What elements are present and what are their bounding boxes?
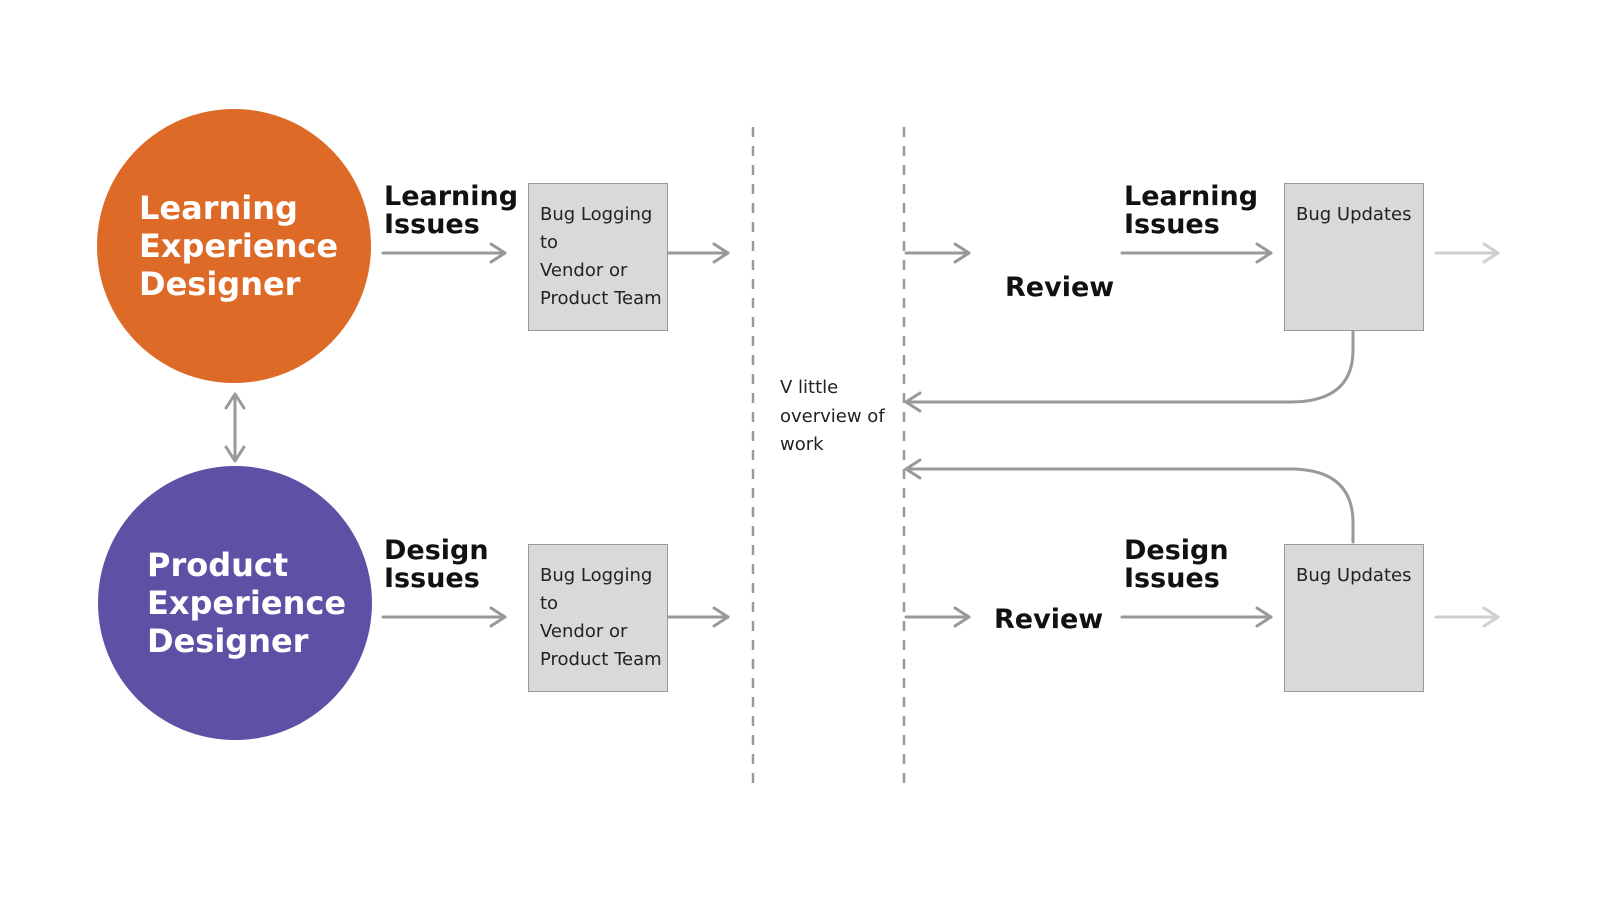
left-design-issues-label: Design Issues (384, 535, 489, 594)
arrow-box-to-divider-bottom (666, 606, 730, 628)
arrow-divider-to-review-bottom (904, 606, 971, 628)
bug-updates-box-bottom: Bug Updates (1284, 544, 1424, 692)
arrow-product-to-box (381, 606, 507, 628)
right-learning-issues-label: Learning Issues (1124, 181, 1259, 240)
bug-logging-box-top: Bug Logging to Vendor or Product Team (528, 183, 668, 331)
product-experience-designer-node: Product Experience Designer (98, 466, 372, 740)
bug-logging-box-bottom: Bug Logging to Vendor or Product Team (528, 544, 668, 692)
bug-logging-text-bottom: Bug Logging to Vendor or Product Team (540, 565, 662, 670)
bug-updates-text-top: Bug Updates (1296, 204, 1412, 225)
bug-logging-text-top: Bug Logging to Vendor or Product Team (540, 204, 662, 309)
middle-note: V little overview of work (780, 377, 885, 455)
product-designer-label: Product Experience Designer (147, 546, 347, 660)
faded-arrow-top (1434, 242, 1500, 264)
arrow-design-issues-to-updates (1120, 606, 1273, 628)
review-label-bottom: Review (994, 604, 1104, 635)
learning-experience-designer-node: Learning Experience Designer (97, 109, 371, 383)
arrow-box-to-divider-top (666, 242, 730, 264)
arrow-divider-to-review-top (904, 242, 971, 264)
learning-designer-label: Learning Experience Designer (139, 189, 339, 303)
arrow-learning-issues-to-updates (1120, 242, 1273, 264)
feedback-arrow-top (904, 329, 1355, 413)
right-design-issues-label: Design Issues (1124, 535, 1229, 594)
arrow-learning-to-box (381, 242, 507, 264)
double-arrow (224, 392, 246, 463)
bug-updates-box-top: Bug Updates (1284, 183, 1424, 331)
faded-arrow-bottom (1434, 606, 1500, 628)
left-learning-issues-label: Learning Issues (384, 181, 519, 240)
review-label-top: Review (1005, 272, 1115, 303)
bug-updates-text-bottom: Bug Updates (1296, 565, 1412, 586)
feedback-arrow-bottom (904, 458, 1355, 544)
